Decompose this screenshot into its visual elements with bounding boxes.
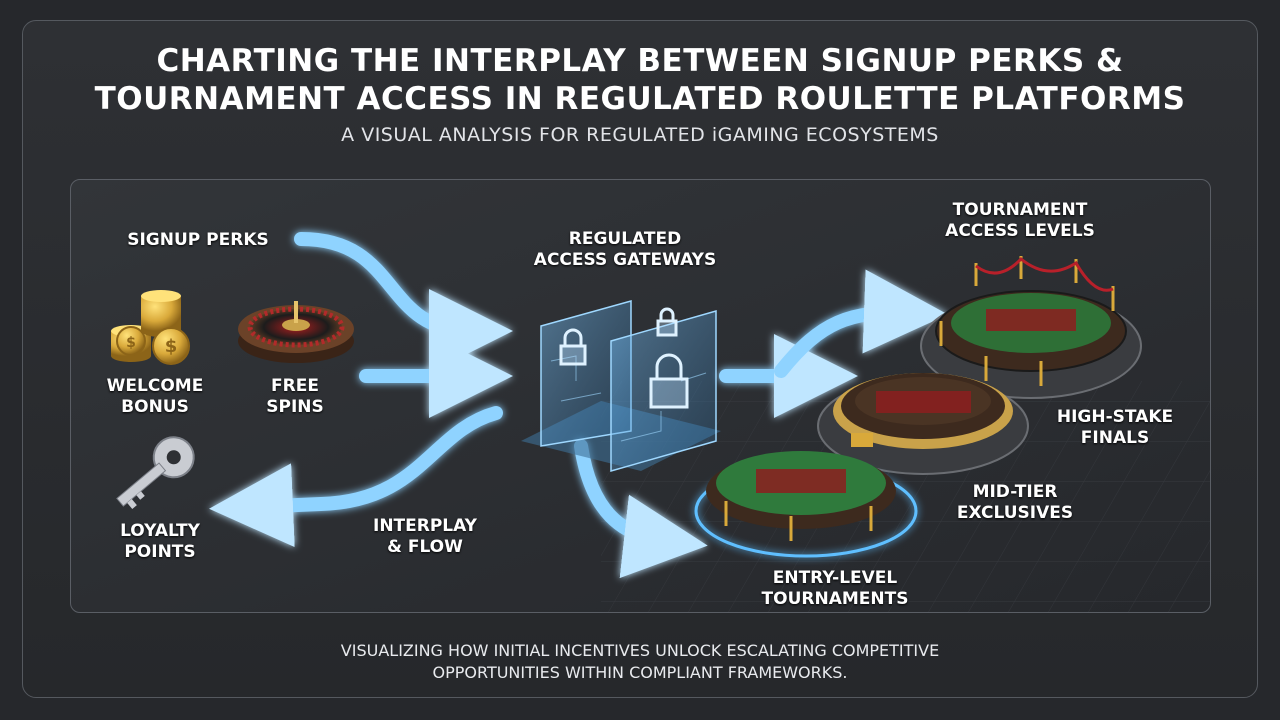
mid-tier-line2: EXCLUSIVES bbox=[956, 503, 1074, 523]
roulette-table-icon bbox=[694, 451, 918, 558]
free-spins-line1: FREE bbox=[271, 376, 319, 396]
roulette-table-icon bbox=[920, 256, 1142, 399]
high-stake-line2: FINALS bbox=[1080, 428, 1150, 448]
welcome-bonus-label: WELCOME BONUS bbox=[95, 376, 215, 418]
entry-level-line1: ENTRY-LEVEL bbox=[772, 568, 898, 588]
arrow-gateway-to-loyalty bbox=[209, 406, 503, 548]
arrow-signup-to-gateway bbox=[294, 232, 513, 373]
high-stake-line1: HIGH-STAKE bbox=[1056, 407, 1174, 427]
interplay-line1: INTERPLAY bbox=[373, 516, 477, 536]
free-spins-label: FREE SPINS bbox=[245, 376, 345, 418]
page-title-line1: CHARTING THE INTERPLAY BETWEEN SIGNUP PE… bbox=[156, 43, 1124, 79]
diagram-panel: $ $ bbox=[70, 179, 1211, 613]
roulette-table-icon bbox=[817, 373, 1029, 475]
gateways-label: REGULATED ACCESS GATEWAYS bbox=[510, 229, 740, 271]
welcome-bonus-line2: BONUS bbox=[121, 397, 189, 417]
padlock-icon bbox=[559, 307, 689, 409]
loyalty-points-line1: LOYALTY bbox=[120, 521, 200, 541]
coins-icon: $ $ bbox=[111, 290, 190, 365]
roulette-wheel-icon bbox=[238, 301, 354, 363]
tournament-levels-line1: TOURNAMENT bbox=[952, 200, 1088, 220]
mid-tier-line1: MID-TIER bbox=[972, 482, 1058, 502]
entry-level-line2: TOURNAMENTS bbox=[761, 589, 909, 609]
access-gateway bbox=[521, 300, 721, 472]
footer-caption: VISUALIZING HOW INITIAL INCENTIVES UNLOC… bbox=[0, 640, 1280, 684]
page-title-line2: TOURNAMENT ACCESS IN REGULATED ROULETTE … bbox=[94, 81, 1186, 117]
mid-tier-exclusives-label: MID-TIER EXCLUSIVES bbox=[940, 482, 1090, 524]
key-icon bbox=[116, 436, 195, 510]
welcome-bonus-line1: WELCOME bbox=[106, 376, 204, 396]
loyalty-points-line2: POINTS bbox=[124, 542, 196, 562]
arrow-gateway-to-finals bbox=[774, 269, 948, 378]
gateways-line2: ACCESS GATEWAYS bbox=[533, 250, 717, 270]
diagram-graphics: $ $ bbox=[111, 232, 1210, 612]
page-subtitle: A VISUAL ANALYSIS FOR REGULATED iGAMING … bbox=[341, 124, 939, 146]
high-stake-finals-label: HIGH-STAKE FINALS bbox=[1050, 407, 1180, 449]
entry-level-tournaments-label: ENTRY-LEVEL TOURNAMENTS bbox=[750, 568, 920, 610]
gateways-line1: REGULATED bbox=[568, 229, 682, 249]
interplay-line2: & FLOW bbox=[387, 537, 463, 557]
tournament-levels-label: TOURNAMENT ACCESS LEVELS bbox=[915, 200, 1125, 242]
signup-perks-label: SIGNUP PERKS bbox=[127, 230, 269, 250]
interplay-flow-label: INTERPLAY & FLOW bbox=[360, 516, 490, 558]
tournament-levels-line2: ACCESS LEVELS bbox=[945, 221, 1095, 241]
footer-line2: OPPORTUNITIES WITHIN COMPLIANT FRAMEWORK… bbox=[432, 663, 848, 682]
arrow-gateway-to-entry bbox=[574, 439, 708, 579]
svg-text:$: $ bbox=[165, 336, 178, 357]
loyalty-points-label: LOYALTY POINTS bbox=[100, 521, 220, 563]
svg-text:$: $ bbox=[126, 335, 136, 351]
footer-line1: VISUALIZING HOW INITIAL INCENTIVES UNLOC… bbox=[340, 641, 940, 660]
flow-arrows bbox=[209, 232, 948, 579]
free-spins-line2: SPINS bbox=[266, 397, 324, 417]
